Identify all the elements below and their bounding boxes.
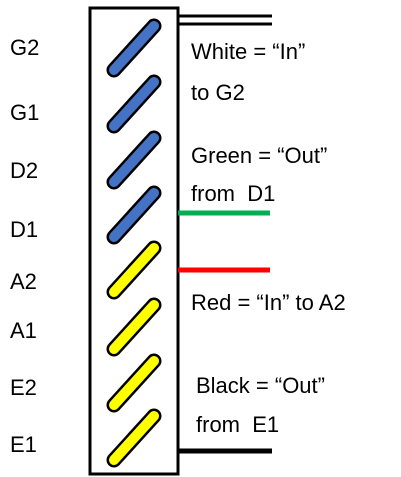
red-wire-label: Red = “In” to A2 xyxy=(191,290,346,315)
terminal-screw-d1 xyxy=(109,188,159,242)
white-wire-label-line2: to G2 xyxy=(191,80,245,105)
white-wire-label-line1: White = “In” xyxy=(191,39,305,64)
terminal-label-g1: G1 xyxy=(10,100,39,125)
white-wire xyxy=(178,14,272,26)
black-wire-label-line1: Black = “Out” xyxy=(196,373,325,398)
black-wire-label-line2: from E1 xyxy=(196,412,279,437)
terminal-label-d2: D2 xyxy=(10,158,38,183)
terminal-label-e2: E2 xyxy=(10,375,37,400)
terminal-block xyxy=(88,6,180,476)
terminal-screw-e2 xyxy=(109,356,159,410)
terminal-label-a1: A1 xyxy=(10,318,37,343)
terminal-label-e1: E1 xyxy=(10,432,37,457)
green-wire-label-line1: Green = “Out” xyxy=(191,143,327,168)
terminal-label-g2: G2 xyxy=(10,35,39,60)
terminal-screw-a1 xyxy=(109,300,159,354)
terminal-screw-g2 xyxy=(109,21,159,75)
terminal-screw-a2 xyxy=(109,243,159,297)
terminal-screw-g1 xyxy=(109,77,159,131)
terminal-label-a2: A2 xyxy=(10,269,37,294)
terminal-screw-e1 xyxy=(109,411,159,465)
green-wire-label-line2: from D1 xyxy=(191,181,275,206)
terminal-screw-d2 xyxy=(109,133,159,187)
terminal-label-d1: D1 xyxy=(10,217,38,242)
